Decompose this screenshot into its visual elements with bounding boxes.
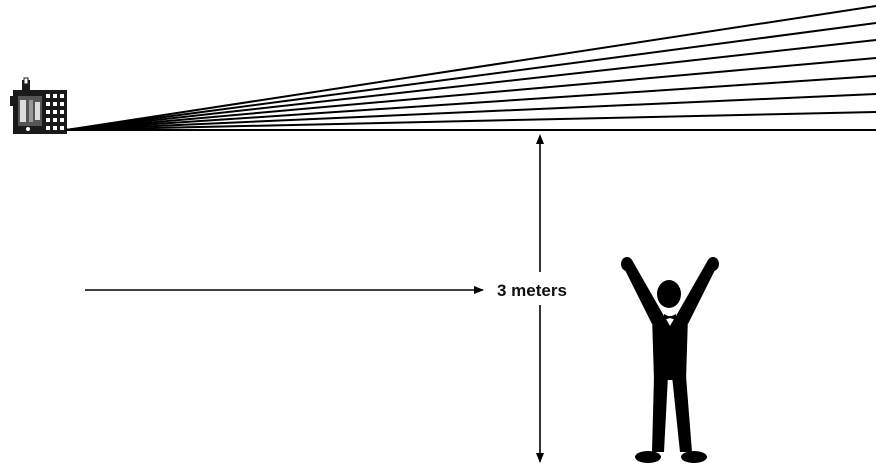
projection-ray — [65, 111, 876, 131]
projection-ray — [65, 75, 876, 131]
person-arms-raised-icon — [621, 257, 719, 463]
projection-ray — [65, 39, 876, 131]
projection-rays — [65, 5, 876, 131]
projection-ray — [65, 93, 876, 131]
projection-ray — [65, 5, 876, 131]
distance-label: 3 meters — [497, 281, 567, 300]
projector-camera-icon — [10, 77, 67, 134]
projection-ray — [65, 22, 876, 131]
bow-tie-detail — [662, 312, 678, 326]
projection-ray — [65, 57, 876, 131]
